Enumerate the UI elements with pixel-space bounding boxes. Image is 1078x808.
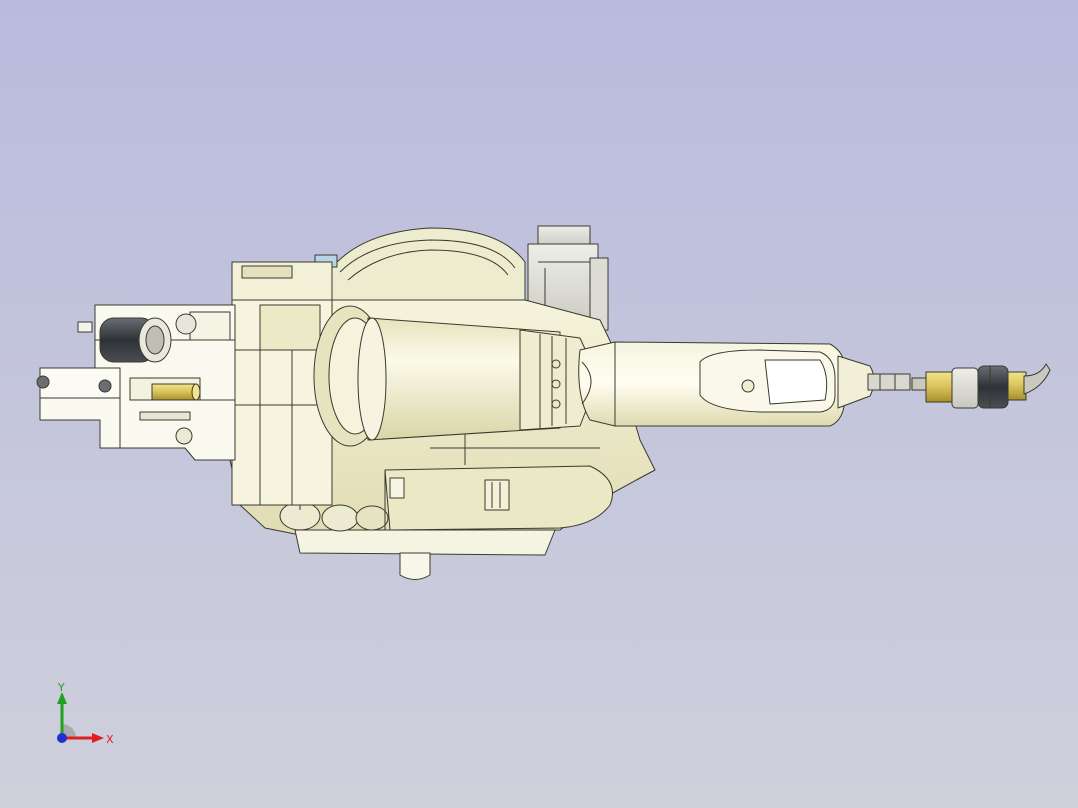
main-cylinder	[313, 305, 591, 447]
y-axis-arrowhead	[57, 692, 67, 704]
x-axis-label: X	[106, 733, 114, 746]
forearm	[578, 341, 846, 427]
brass-pin-left	[151, 383, 201, 401]
x-axis-arrowhead	[92, 733, 104, 743]
axis-triad[interactable]: Y X	[40, 680, 120, 760]
dark-motor-cylinder	[99, 313, 197, 363]
turntable-housing	[314, 227, 526, 311]
tool-end-effector	[911, 363, 1051, 409]
y-axis-label: Y	[57, 681, 65, 694]
z-axis-dot	[57, 733, 67, 743]
wrist	[837, 355, 911, 409]
